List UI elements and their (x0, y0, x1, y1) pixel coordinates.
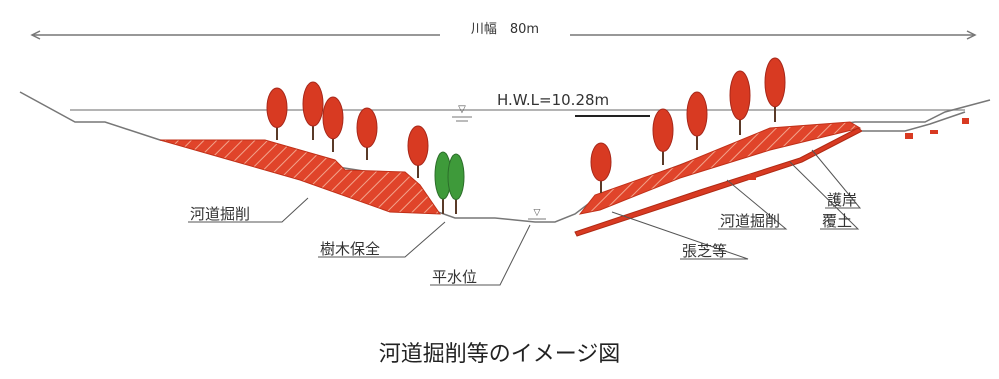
label-revetment: 護岸 (827, 191, 857, 209)
hwl-line: H.W.L=10.28m ▽ (70, 91, 965, 122)
hwl-label: H.W.L=10.28m (497, 91, 609, 109)
tree-group (266, 57, 786, 214)
label-soil-cover: 覆土 (822, 212, 852, 230)
left-excavation-area (159, 139, 441, 215)
tree-icon (434, 151, 452, 214)
tree-icon (302, 81, 324, 140)
right-excavation-area (578, 121, 862, 215)
sodding-strip (574, 127, 863, 237)
leader-lines (188, 149, 862, 286)
label-tree-conservation: 樹木保全 (320, 240, 380, 258)
revetment (748, 111, 969, 180)
tree-icon (407, 125, 429, 178)
river-width-label: 川幅 80m (471, 22, 539, 37)
label-sodding: 張芝等 (682, 242, 727, 260)
tree-icon (652, 108, 674, 165)
tree-icon (322, 96, 344, 152)
diagram-caption: 河道掘削等のイメージ図 (378, 342, 621, 367)
tree-icon (764, 57, 786, 122)
water-level-mark-icon: ▽ (458, 104, 466, 115)
labels: 河道掘削 樹木保全 平水位 張芝等 河道掘削 覆土 護岸 (190, 191, 857, 286)
tree-icon (729, 70, 751, 135)
svg-text:▽: ▽ (534, 208, 541, 218)
label-channel-excavation-right: 河道掘削 (720, 212, 780, 230)
tree-icon (686, 91, 708, 150)
label-channel-excavation-left: 河道掘削 (190, 205, 250, 223)
river-width-dimension: 川幅 80m (30, 20, 977, 40)
tree-icon (356, 107, 378, 160)
tree-icon (590, 142, 612, 193)
ground-profile (19, 91, 991, 223)
label-normal-water-level: 平水位 (432, 268, 477, 286)
tree-icon (447, 153, 465, 214)
tree-icon (266, 87, 288, 140)
normal-water-level-marker: ▽ (528, 208, 546, 220)
